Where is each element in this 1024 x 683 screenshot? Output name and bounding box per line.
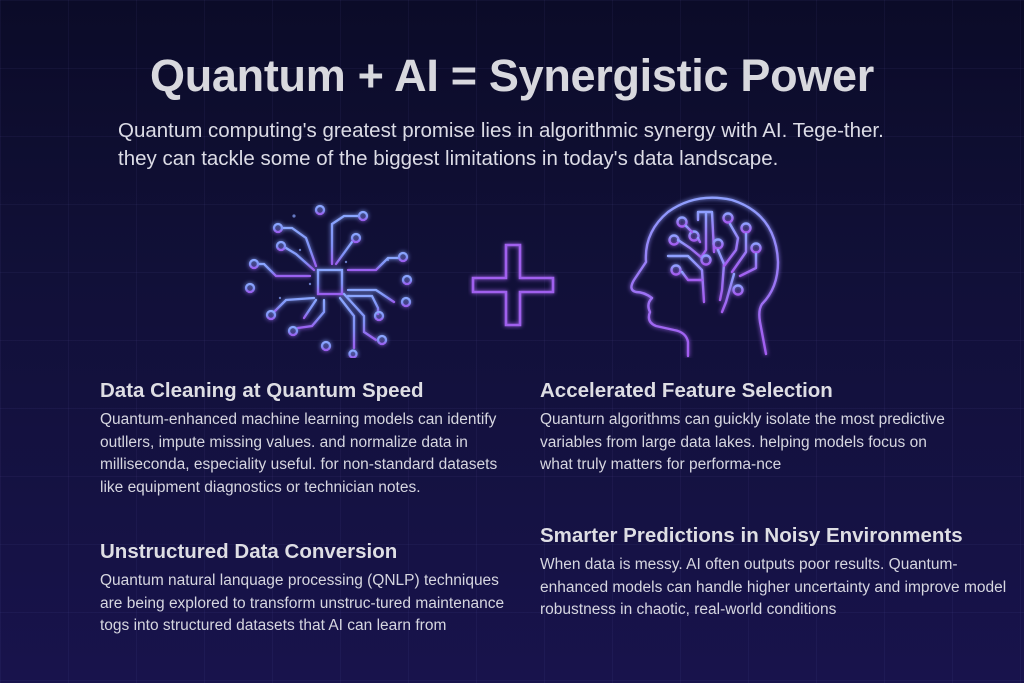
section-body: Quanturn algorithms can guickly isolate … (540, 411, 945, 473)
plus-icon (471, 243, 555, 327)
section-unstructured-data: Unstructured Data Conversion Quantum nat… (100, 540, 520, 638)
section-smarter-predictions: Smarter Predictions in Noisy Environment… (540, 524, 1010, 622)
circuit-chip-icon (244, 204, 413, 358)
section-data-cleaning: Data Cleaning at Quantum Speed Quantum-e… (100, 379, 520, 499)
section-feature-selection: Accelerated Feature Selection Quanturn a… (540, 379, 960, 477)
section-body: Quantum natural lanquage processing (QNL… (100, 572, 505, 634)
section-heading: Accelerated Feature Selection (540, 379, 833, 402)
page-title: Quantum + AI = Synergistic Power (150, 50, 874, 101)
section-heading: Data Cleaning at Quantum Speed (100, 379, 424, 402)
section-heading: Smarter Predictions in Noisy Environment… (540, 524, 963, 547)
page-subtitle: Quantum computing's greatest promise lie… (118, 119, 884, 170)
section-body: Quantum-enhanced machine learning models… (100, 411, 498, 496)
ai-head-icon (630, 196, 780, 358)
section-body: When data is messy. AI often outputs poo… (540, 556, 1007, 618)
section-heading: Unstructured Data Conversion (100, 540, 398, 563)
